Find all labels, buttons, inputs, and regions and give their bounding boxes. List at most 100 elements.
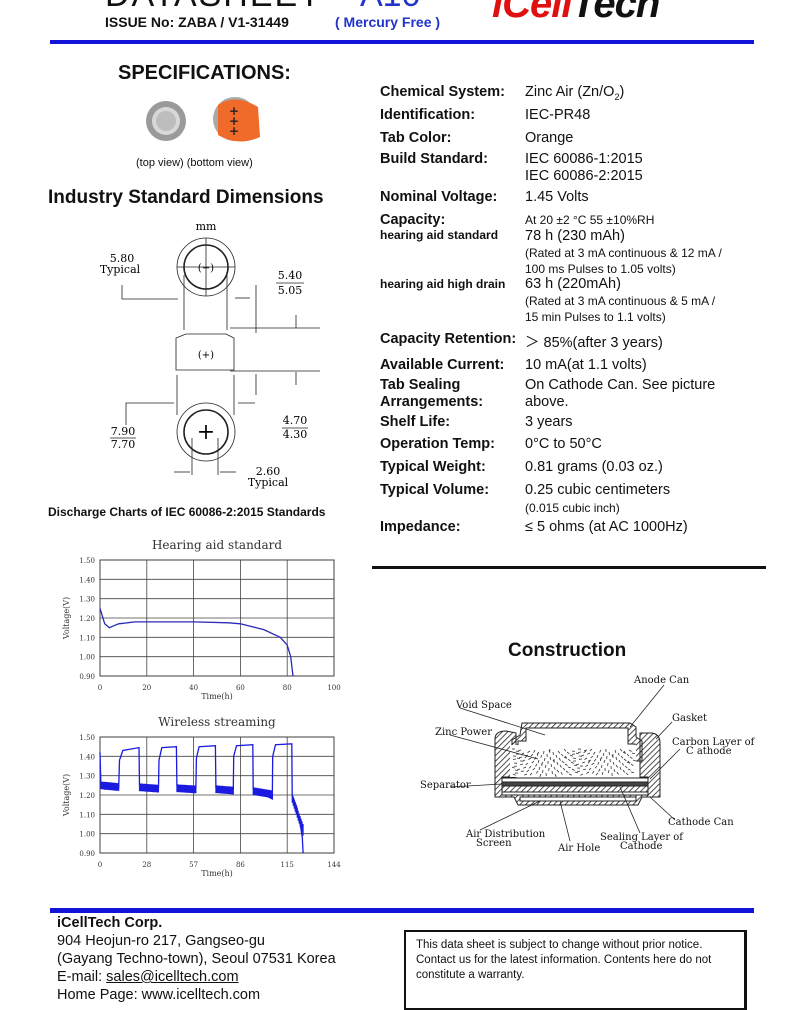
spec-label: Shelf Life: <box>380 414 450 430</box>
y-tick-label: 0.90 <box>79 850 95 858</box>
chart-title: Wireless streaming <box>158 715 276 729</box>
spec-label: Typical Volume: <box>380 482 489 498</box>
spec-value: On Cathode Can. See picture <box>525 377 715 393</box>
svg-text:(−): (−) <box>198 263 214 274</box>
spec-value: 1.45 Volts <box>525 189 589 205</box>
spec-value: (0.015 cubic inch) <box>525 501 620 515</box>
y-tick-label: 1.40 <box>79 753 95 761</box>
y-tick-label: 1.00 <box>79 654 95 662</box>
spec-note: (Rated at 3 mA continuous & 12 mA / <box>525 246 722 260</box>
x-tick-label: 80 <box>283 684 292 692</box>
svg-text:5.40: 5.40 <box>278 269 303 282</box>
specs-divider <box>372 566 766 569</box>
footer-divider <box>50 908 754 913</box>
email-link[interactable]: sales@icelltech.com <box>106 969 238 985</box>
spec-label: Capacity: <box>380 212 445 228</box>
construction-label: Void Space <box>455 700 512 711</box>
spec-label: Available Current: <box>380 357 504 373</box>
construction-label: Screen <box>476 838 512 849</box>
spec-value: 0.81 grams (0.03 oz.) <box>525 459 663 475</box>
y-tick-label: 0.90 <box>79 673 95 681</box>
spec-label: Build Standard: <box>380 151 488 167</box>
issue-number: ISSUE No: ZABA / V1-31449 <box>105 14 289 30</box>
y-axis-label: Voltage(V) <box>62 597 71 640</box>
spec-note: 100 ms Pulses to 1.05 volts) <box>525 262 676 276</box>
construction-label: Zinc Power <box>435 727 492 738</box>
home-page[interactable]: Home Page: www.icelltech.com <box>57 987 260 1003</box>
spec-label: Identification: <box>380 107 475 123</box>
spec-value: Orange <box>525 130 573 146</box>
discharge-title: Discharge Charts of IEC 60086-2:2015 Sta… <box>48 505 325 519</box>
spec-value: 78 h (230 mAh) <box>525 228 625 244</box>
spec-label: Typical Weight: <box>380 459 486 475</box>
construction-label: C athode <box>686 746 732 757</box>
x-tick-label: 28 <box>142 861 151 869</box>
x-axis-label: Time(h) <box>201 692 233 700</box>
x-tick-label: 100 <box>327 684 340 692</box>
svg-text:+: + <box>197 420 215 445</box>
pulse-band <box>140 783 159 792</box>
address-line-2: (Gayang Techno-town), Seoul 07531 Korea <box>57 951 336 967</box>
construction-title: Construction <box>508 640 626 662</box>
construction-label: Separator <box>420 780 471 791</box>
email-line: E-mail: sales@icelltech.com <box>57 969 239 985</box>
spec-label: Nominal Voltage: <box>380 189 497 205</box>
chart-hearing-aid-standard: Hearing aid standard0.901.001.101.201.30… <box>55 535 345 700</box>
dimension-drawing: mm (−) (+) + 5.80 Typical 5.40 5.05 7.90… <box>90 210 320 490</box>
svg-text:7.70: 7.70 <box>111 438 136 451</box>
disclaimer-box: This data sheet is subject to change wit… <box>404 930 747 1010</box>
svg-text:4.30: 4.30 <box>283 428 308 441</box>
x-tick-label: 144 <box>327 861 341 869</box>
spec-label: Tab Color: <box>380 130 451 146</box>
spec-value: ≤ 5 ohms (at AC 1000Hz) <box>525 519 688 535</box>
spec-value: ＞ 85%(after 3 years) <box>525 331 663 352</box>
construction-label: Air Hole <box>557 843 600 854</box>
disclaimer-line: constitute a warranty. <box>416 968 734 983</box>
x-tick-label: 115 <box>281 861 294 869</box>
y-tick-label: 1.50 <box>79 557 95 565</box>
y-tick-label: 1.10 <box>79 811 95 819</box>
spec-sublabel: hearing aid high drain <box>380 277 505 291</box>
specs-title: SPECIFICATIONS: <box>118 62 291 85</box>
svg-text:Typical: Typical <box>248 476 289 489</box>
spec-value: IEC 60086-1:2015 <box>525 151 643 167</box>
x-tick-label: 57 <box>189 861 198 869</box>
spec-note: 15 min Pulses to 1.1 volts) <box>525 310 666 324</box>
spec-value: 0.25 cubic centimeters <box>525 482 670 498</box>
y-tick-label: 1.10 <box>79 634 95 642</box>
spec-sublabel: hearing aid standard <box>380 228 498 242</box>
spec-value: 63 h (220mAh) <box>525 276 621 292</box>
svg-text:(+): (+) <box>198 350 214 361</box>
spec-note: (Rated at 3 mA continuous & 5 mA / <box>525 294 715 308</box>
spec-label: Tab Sealing <box>380 377 460 393</box>
y-tick-label: 1.40 <box>79 576 95 584</box>
x-tick-label: 40 <box>189 684 198 692</box>
svg-text:Typical: Typical <box>100 263 141 276</box>
disclaimer-line: Contact us for the latest information. C… <box>416 953 734 968</box>
x-axis-label: Time(h) <box>201 869 233 878</box>
spec-value: At 20 ±2 °C 55 ±10%RH <box>525 213 654 227</box>
company-name: iCellTech Corp. <box>57 915 162 931</box>
x-tick-label: 0 <box>98 861 102 869</box>
svg-text:+: + <box>229 124 239 138</box>
spec-value: Zinc Air (Zn/O2) <box>525 84 624 102</box>
y-tick-label: 1.20 <box>79 792 95 800</box>
spec-label: Capacity Retention: <box>380 331 516 347</box>
pulse-band <box>216 785 233 794</box>
spec-value: 10 mA(at 1.1 volts) <box>525 357 647 373</box>
photo-caption: (top view) (bottom view) <box>136 157 253 169</box>
logo: iCellTech <box>492 0 659 27</box>
spec-value: 0°C to 50°C <box>525 436 602 452</box>
construction-label: Cathode <box>620 841 662 852</box>
svg-text:4.70: 4.70 <box>283 414 308 427</box>
mercury-free: ( Mercury Free ) <box>335 14 440 30</box>
spec-label: Arrangements: <box>380 394 483 410</box>
construction-label: Gasket <box>672 713 707 724</box>
battery-photos: +++ <box>140 95 275 143</box>
x-tick-label: 60 <box>236 684 245 692</box>
y-axis-label: Voltage(V) <box>62 774 71 817</box>
svg-text:5.05: 5.05 <box>278 284 303 297</box>
doc-title: DATASHEET <box>105 0 322 15</box>
y-tick-label: 1.30 <box>79 773 95 781</box>
